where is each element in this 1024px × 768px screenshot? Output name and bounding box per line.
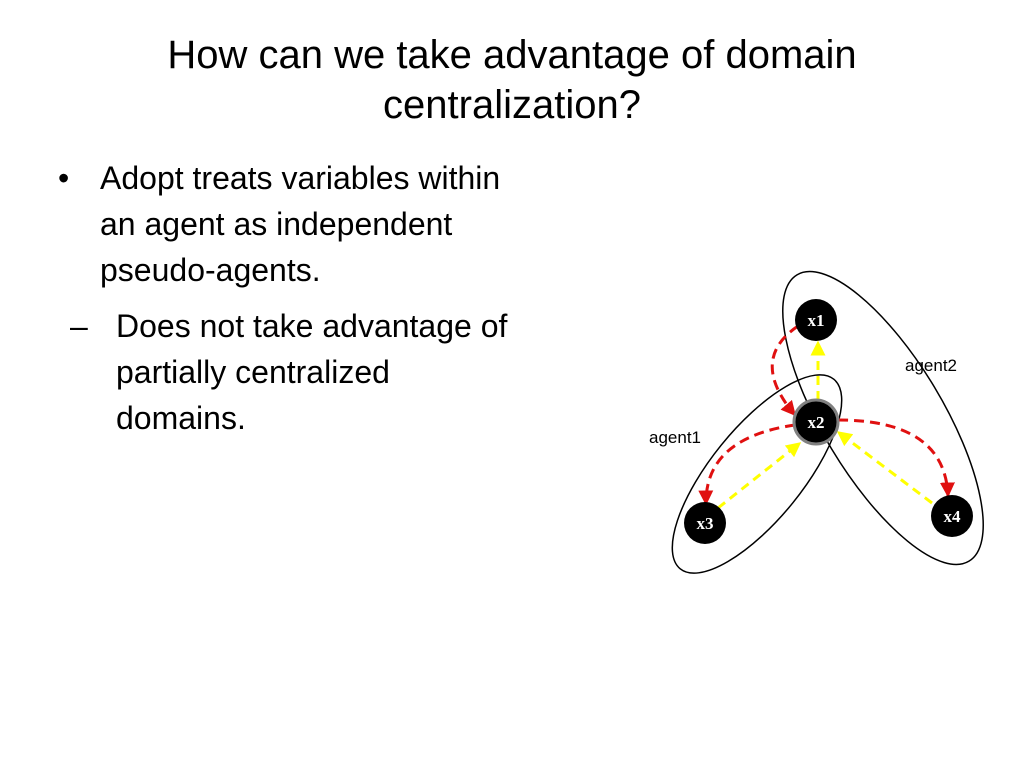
node-x1: x1 (795, 299, 837, 341)
node-x1-label: x1 (808, 311, 825, 330)
bullet-item: • Adopt treats variables within an agent… (56, 155, 656, 293)
node-x3-label: x3 (697, 514, 714, 533)
bullet-line: pseudo-agents. (100, 252, 321, 288)
node-x4: x4 (931, 495, 973, 537)
title-line-2: centralization? (383, 83, 641, 127)
node-x2: x2 (792, 398, 840, 446)
node-x4-label: x4 (944, 507, 962, 526)
sub-bullet-line: domains. (116, 400, 246, 436)
sub-bullet-line: partially centralized (116, 354, 390, 390)
node-x3: x3 (684, 502, 726, 544)
bullet-line: Adopt treats variables within (100, 160, 501, 196)
red-arrow-x2-x3 (698, 423, 796, 506)
agent2-label: agent2 (905, 356, 957, 375)
red-arrow-x1-x2 (770, 324, 799, 417)
sub-bullet-item: – Does not take advantage of partially c… (70, 303, 656, 441)
agent1-ellipse (671, 374, 843, 574)
agent2-ellipse (782, 270, 984, 566)
sub-bullet-marker: – (70, 308, 88, 344)
yellow-arrow-x4-x2 (836, 430, 933, 505)
bullet-marker: • (58, 160, 70, 196)
bullet-line: an agent as independent (100, 206, 453, 242)
bullet-list: • Adopt treats variables within an agent… (56, 155, 656, 441)
title-line-1: How can we take advantage of domain (167, 33, 857, 77)
slide-title: How can we take advantage of domain cent… (60, 30, 964, 130)
yellow-arrow-x3-x2 (717, 441, 802, 510)
node-x2-label: x2 (808, 413, 825, 432)
sub-bullet-line: Does not take advantage of (116, 308, 508, 344)
red-arrow-x2-x4 (837, 418, 955, 498)
agent1-label: agent1 (649, 428, 701, 447)
